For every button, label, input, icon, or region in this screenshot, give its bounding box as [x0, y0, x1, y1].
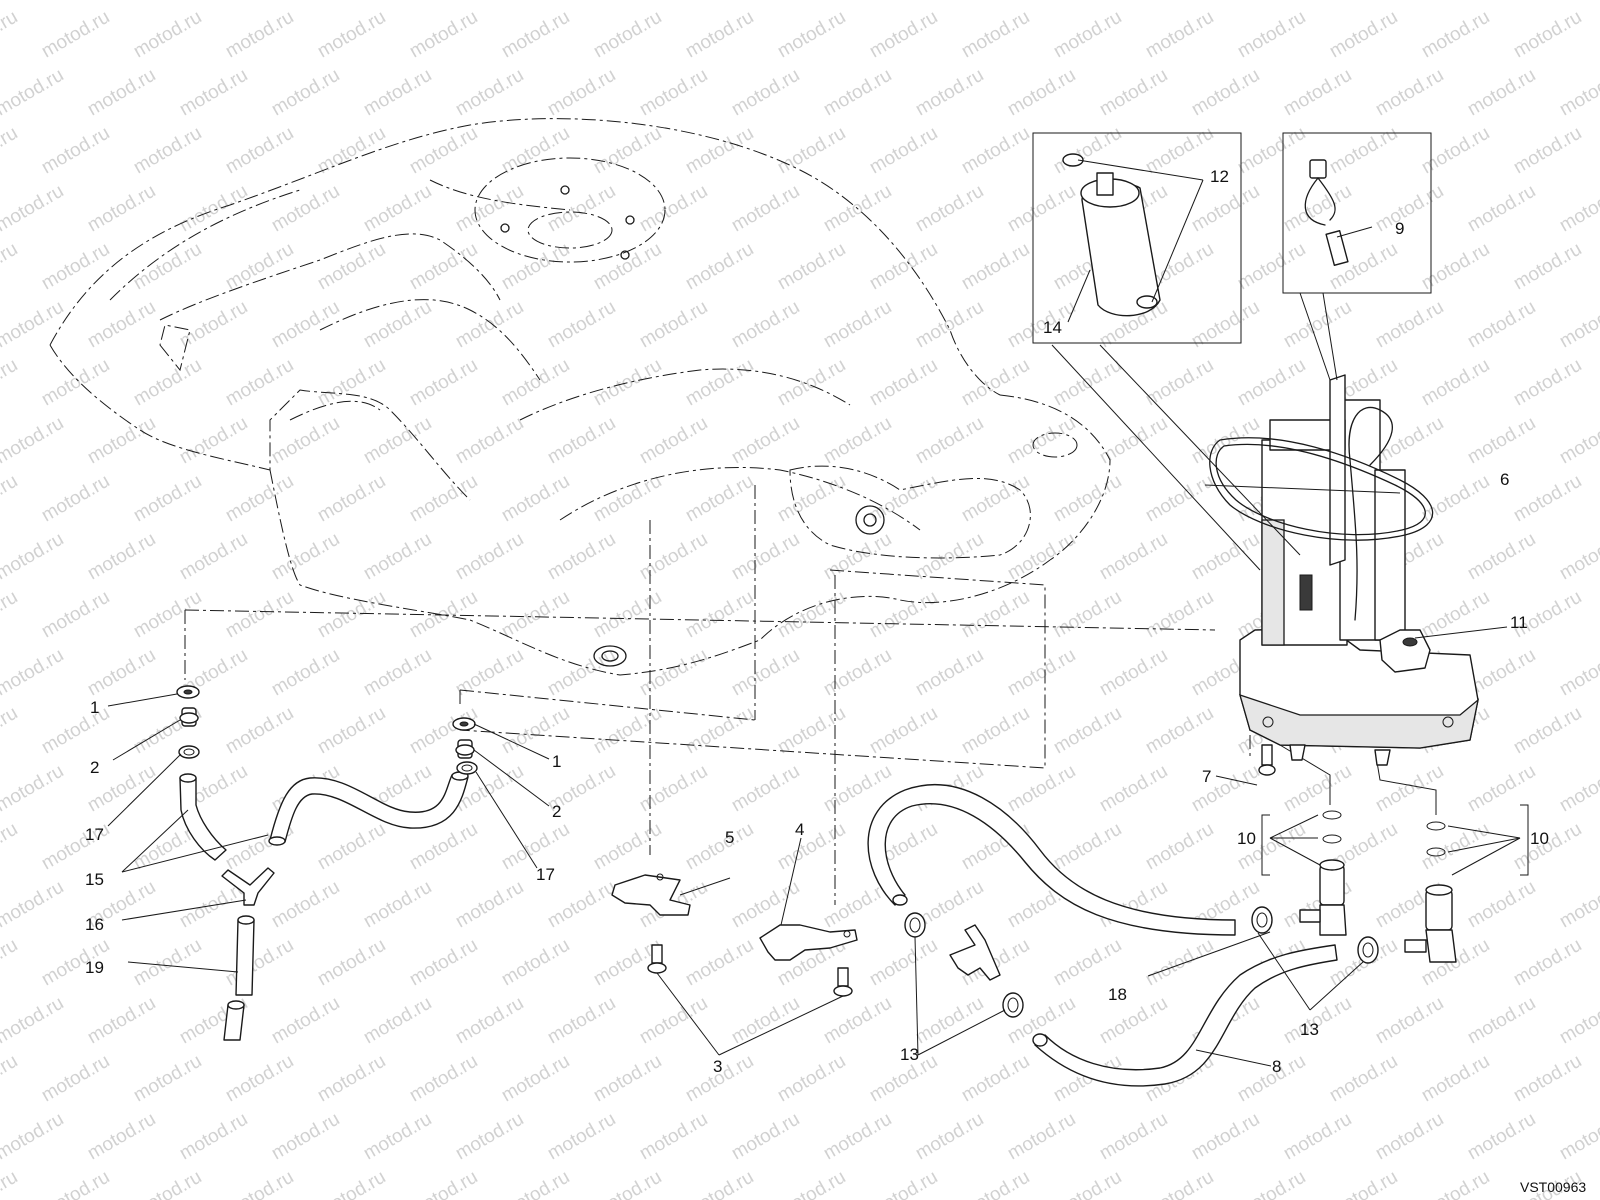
- screw-7: [1258, 744, 1276, 776]
- callout-12: 12: [1210, 167, 1229, 186]
- inset-filter: [1032, 132, 1301, 571]
- hose-clamp-13a: [904, 912, 926, 938]
- tank-grommet-left: [176, 685, 200, 699]
- leader-lines: [107, 159, 1529, 1067]
- alignment-lines: [184, 485, 1251, 905]
- callout-15: 15: [85, 870, 104, 889]
- vent-fitting-right: [455, 739, 475, 759]
- tank-grommet-right: [452, 717, 476, 731]
- breather-hose-u: [268, 771, 469, 846]
- callout-17-right: 17: [536, 865, 555, 884]
- callout-8: 8: [1272, 1057, 1281, 1076]
- fuel-tank-outline: [49, 118, 1111, 676]
- callout-13-left: 13: [900, 1045, 919, 1064]
- breather-hose-left: [179, 773, 227, 861]
- callout-3: 3: [713, 1057, 722, 1076]
- screw-3a: [647, 944, 667, 974]
- callout-2-right: 2: [552, 802, 561, 821]
- callout-19: 19: [85, 958, 104, 977]
- hose-clamp-13b: [1002, 992, 1024, 1018]
- callout-11: 11: [1510, 613, 1528, 632]
- fuel-pump-assembly: [1209, 374, 1479, 766]
- callout-14: 14: [1043, 318, 1062, 337]
- callout-2-left: 2: [90, 758, 99, 777]
- vent-fitting-left: [179, 707, 199, 727]
- callout-10-right: 10: [1530, 829, 1549, 848]
- hose-clamp-left: [178, 745, 200, 759]
- callout-18: 18: [1108, 985, 1127, 1004]
- quick-connector-left: [1299, 859, 1347, 936]
- callout-9: 9: [1395, 219, 1404, 238]
- drain-hose-end: [223, 1000, 245, 1041]
- callout-10-left: 10: [1237, 829, 1256, 848]
- callout-4: 4: [795, 820, 804, 839]
- hose-clamp-13c: [1251, 906, 1273, 934]
- bracket-4: [759, 924, 858, 961]
- screw-3b: [833, 967, 853, 997]
- callout-6: 6: [1500, 470, 1509, 489]
- drain-hose-short: [235, 915, 255, 996]
- bracket-5: [611, 873, 691, 916]
- t-fitting: [949, 924, 1001, 981]
- callout-13-right: 13: [1300, 1020, 1319, 1039]
- callouts: 1 2 17 15 16 19 1 2 17 5 4 3 13 18 8 13 …: [85, 167, 1549, 1076]
- o-rings: [1279, 744, 1446, 857]
- y-connector: [221, 867, 275, 906]
- callout-16: 16: [85, 915, 104, 934]
- callout-1-right: 1: [552, 752, 561, 771]
- inset-sensor: [1282, 132, 1432, 381]
- fuel-hose-18: [867, 784, 1236, 936]
- callout-17-left: 17: [85, 825, 104, 844]
- hose-clamp-13d: [1357, 936, 1379, 964]
- callout-7: 7: [1202, 767, 1211, 786]
- callout-1-left: 1: [90, 698, 99, 717]
- callout-5: 5: [725, 828, 734, 847]
- quick-connector-right: [1404, 884, 1457, 963]
- fuel-hose-8: [1032, 944, 1338, 1087]
- hose-clamp-right: [456, 761, 478, 775]
- drawing-code: VST00963: [1520, 1179, 1586, 1195]
